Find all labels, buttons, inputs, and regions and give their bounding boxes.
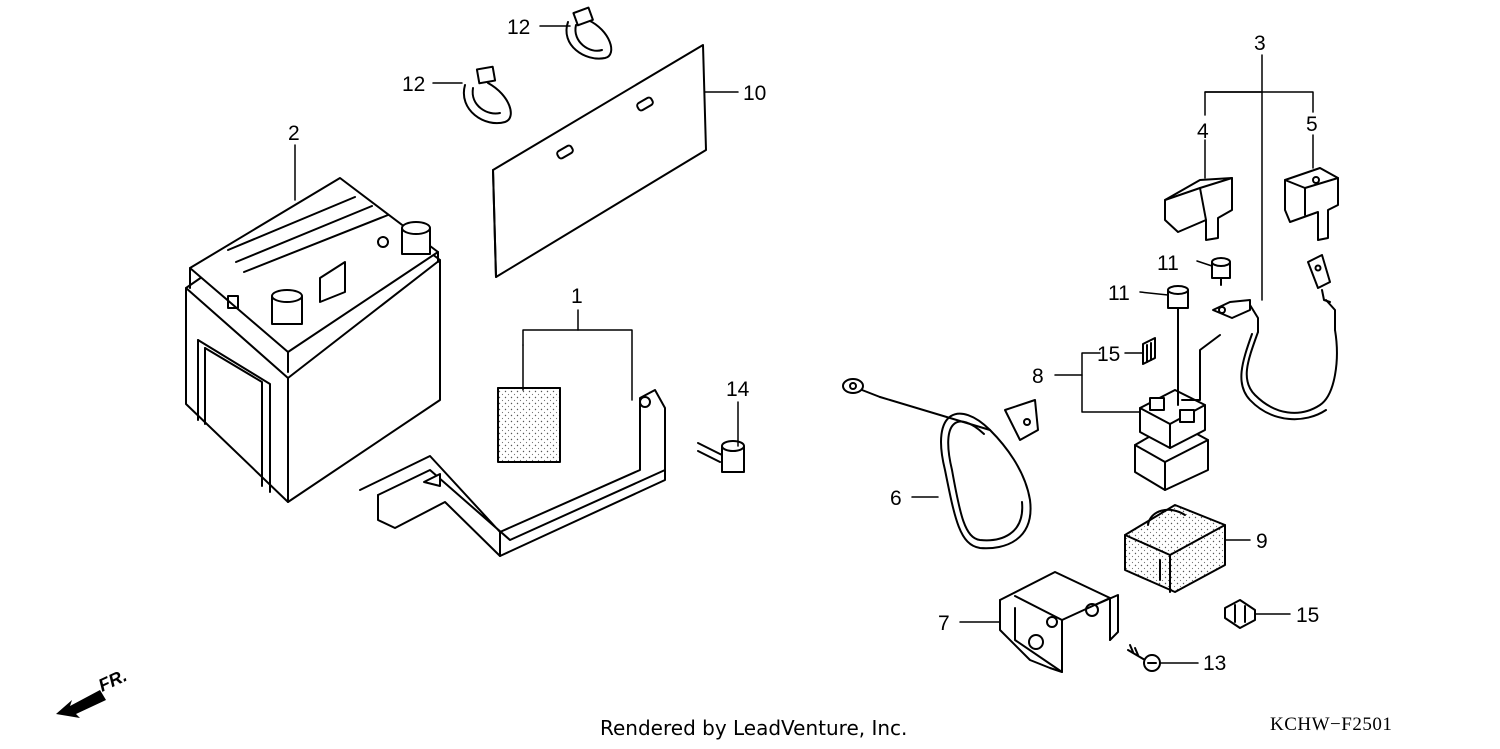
- callout-labels: 1 2 3 4 5 6 7 8 9 10 11 11 12 12 13 14 1…: [288, 16, 1319, 675]
- battery: [185, 177, 441, 503]
- callout-10: 10: [743, 82, 766, 105]
- callout-13: 13: [1203, 652, 1226, 675]
- battery-holder: [359, 387, 666, 557]
- callout-14: 14: [726, 378, 750, 401]
- callout-12-lower: 12: [402, 73, 425, 96]
- terminal-nut-upper: [1211, 257, 1231, 286]
- fuse-upper: [1142, 337, 1156, 365]
- callout-3: 3: [1254, 32, 1266, 55]
- callout-11-upper: 11: [1157, 252, 1179, 275]
- callout-11-lower: 11: [1108, 282, 1130, 305]
- starter-cable: [842, 378, 1039, 550]
- cable-band-upper: [565, 6, 613, 60]
- diagram-code: KCHW−F2501: [1270, 714, 1393, 735]
- callout-2: 2: [288, 122, 300, 145]
- callout-5: 5: [1306, 113, 1318, 136]
- relay-cover: [1124, 504, 1226, 593]
- callout-12-upper: 12: [507, 16, 530, 39]
- terminal-cap-4: [1164, 177, 1233, 241]
- callout-1: 1: [571, 285, 583, 308]
- leader-lines: [294, 25, 1314, 664]
- relay-bracket: [999, 571, 1119, 673]
- terminal-cap-5: [1284, 167, 1339, 241]
- tapping-screw: [1127, 644, 1161, 672]
- callout-4: 4: [1197, 120, 1209, 143]
- callout-7: 7: [938, 612, 950, 635]
- starter-relay: [1134, 389, 1209, 491]
- render-credit: Rendered by LeadVenture, Inc.: [600, 716, 908, 740]
- fuse-lower: [1224, 599, 1256, 629]
- flange-bolt: [697, 440, 745, 473]
- battery-mat: [492, 44, 707, 278]
- callout-6: 6: [890, 487, 902, 510]
- front-direction-arrow-icon: FR.: [56, 665, 130, 718]
- terminal-nut-lower: [1167, 285, 1189, 406]
- callout-9: 9: [1256, 530, 1268, 553]
- callout-15-lower: 15: [1296, 604, 1319, 627]
- relay-cable: [1181, 254, 1338, 421]
- callout-8: 8: [1032, 365, 1044, 388]
- callout-15-upper: 15: [1097, 343, 1120, 366]
- cable-band-lower: [462, 65, 512, 125]
